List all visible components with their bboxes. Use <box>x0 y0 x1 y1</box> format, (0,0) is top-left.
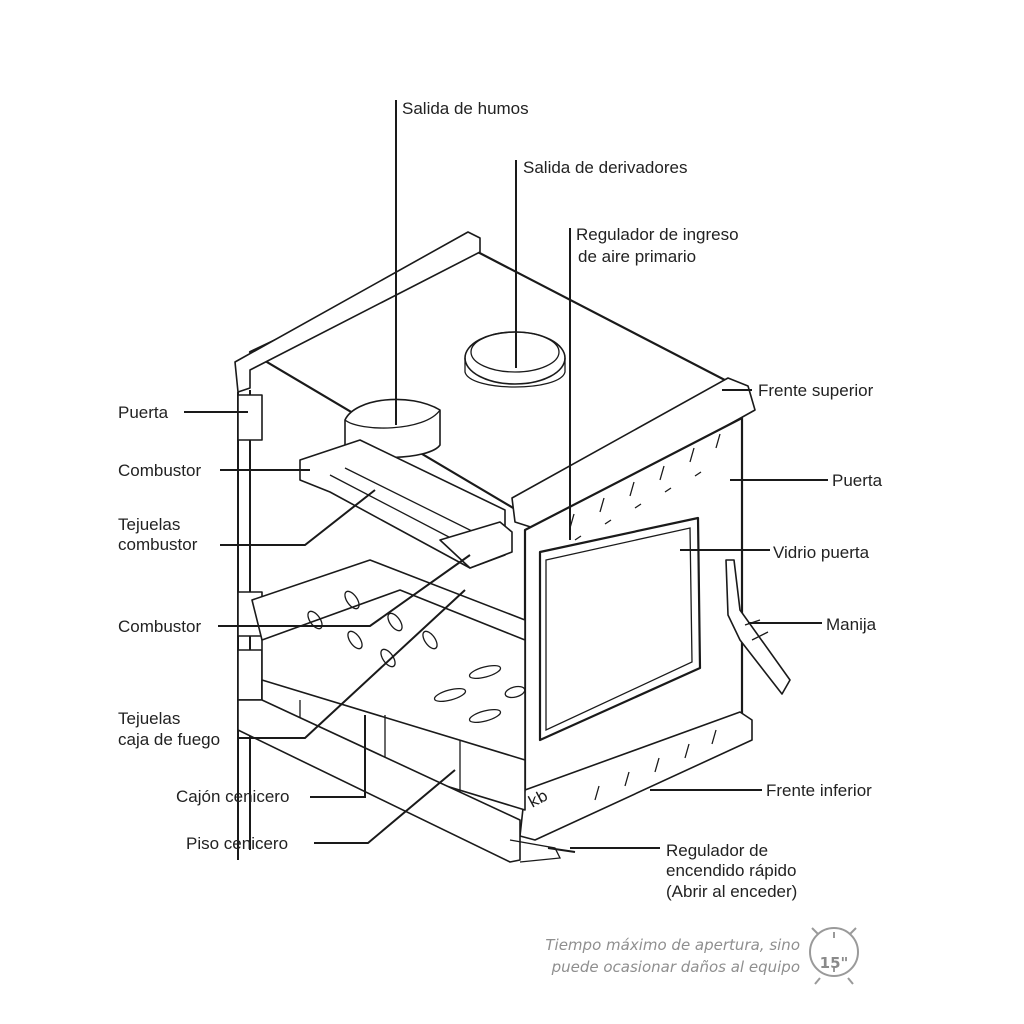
label-salida-derivadores: Salida de derivadores <box>523 158 687 177</box>
frente-superior-part <box>511 377 756 531</box>
label-tejuelas-combustor-line1: Tejuelas <box>118 515 180 534</box>
label-tejuelas-caja-line1: Tejuelas <box>118 709 180 728</box>
label-frente-inferior: Frente inferior <box>766 781 872 800</box>
label-tejuelas-combustor-line2: combustor <box>118 535 198 554</box>
left-top-flange <box>234 231 481 393</box>
regulator-rod <box>547 847 576 853</box>
label-piso-cenicero: Piso cenicero <box>186 834 288 853</box>
timing-note: Tiempo máximo de apertura, sino puede oc… <box>545 927 859 985</box>
label-puerta-izquierda: Puerta <box>118 403 169 422</box>
label-combustor-superior: Combustor <box>118 461 201 480</box>
alarm-clock-icon <box>809 927 859 985</box>
labels: Salida de humos Salida de derivadores Re… <box>118 99 883 901</box>
leader-lines <box>184 100 828 849</box>
bottom-frame <box>237 699 521 863</box>
label-combustor-inferior: Combustor <box>118 617 201 636</box>
label-salida-humos: Salida de humos <box>402 99 529 118</box>
label-frente-superior: Frente superior <box>758 381 874 400</box>
label-regulador-encendido-line1: Regulador de <box>666 841 768 860</box>
front-bolts-bottom <box>594 729 717 801</box>
label-regulador-aire-line2: de aire primario <box>578 247 696 266</box>
time-badge: 15" <box>820 954 849 972</box>
note-line2: puede ocasionar daños al equipo <box>551 958 800 976</box>
label-manija: Manija <box>826 615 877 634</box>
label-regulador-encendido-line2: encendido rápido <box>666 861 796 880</box>
door-glass <box>538 516 702 742</box>
label-regulador-aire-line1: Regulador de ingreso <box>576 225 739 244</box>
note-line1: Tiempo máximo de apertura, sino <box>545 936 800 954</box>
label-tejuelas-caja-line2: caja de fuego <box>118 730 220 749</box>
front-bolts-top <box>569 433 721 541</box>
label-cajon-cenicero: Cajón cenicero <box>176 787 289 806</box>
handle <box>725 559 791 695</box>
label-vidrio-puerta: Vidrio puerta <box>773 543 870 562</box>
stove-illustration: kb <box>234 231 791 863</box>
label-puerta-derecha: Puerta <box>832 471 883 490</box>
slot-holes <box>307 590 526 724</box>
label-regulador-encendido-line3: (Abrir al enceder) <box>666 882 797 901</box>
